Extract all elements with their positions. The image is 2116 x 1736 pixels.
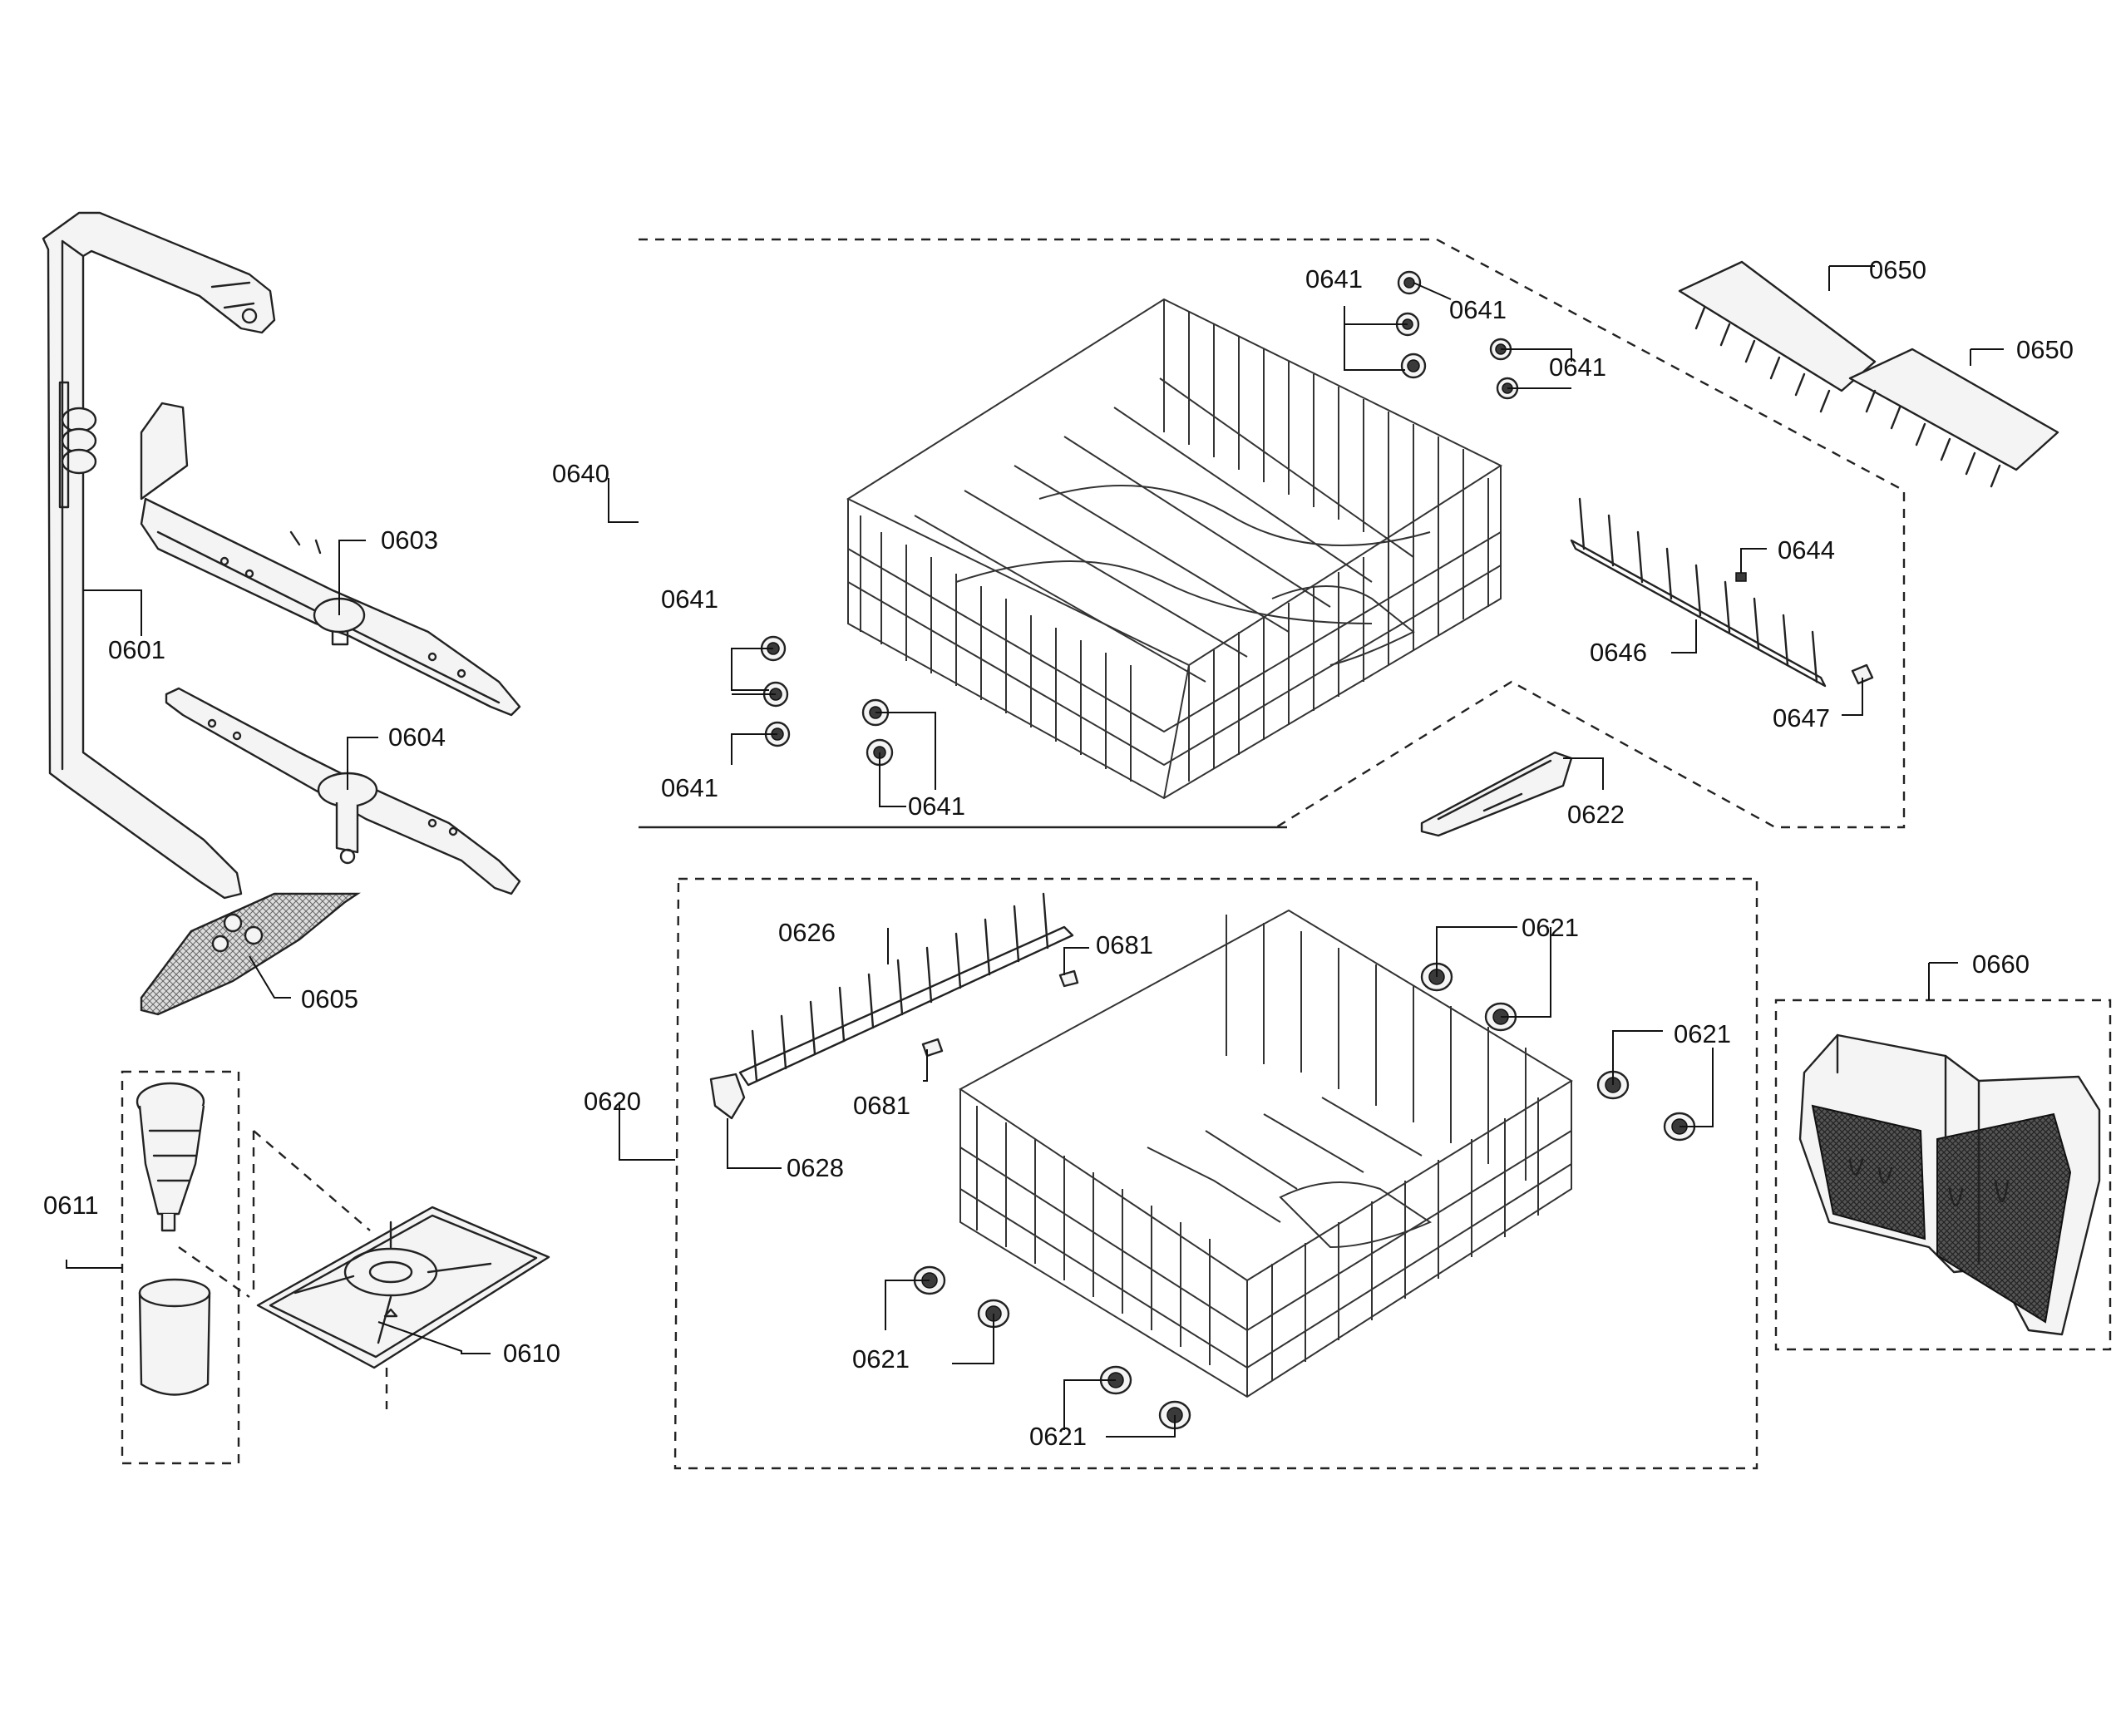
label-0641-e: 0641: [1449, 295, 1507, 324]
cutlery-basket-0660: [1798, 1033, 2101, 1336]
hinge-0628: [709, 1073, 746, 1120]
rack-handle-0622: [1420, 751, 1573, 837]
micro-filter-plate-0610: [256, 1206, 550, 1369]
label-0641-a: 0641: [661, 584, 718, 614]
label-0622: 0622: [1567, 800, 1625, 829]
label-0605: 0605: [301, 984, 358, 1013]
fine-filter-0605: [140, 892, 361, 1016]
label-0620: 0620: [584, 1087, 641, 1116]
leader-lines: [66, 265, 2004, 1438]
label-0626: 0626: [778, 918, 836, 947]
clip-0647: [1851, 663, 1874, 685]
label-0660: 0660: [1972, 949, 2030, 979]
lower-rack-group-outline: [673, 877, 1758, 1470]
clip-0644: [1735, 572, 1747, 582]
label-0604: 0604: [388, 723, 446, 752]
label-0646: 0646: [1590, 638, 1647, 667]
label-0601: 0601: [108, 635, 165, 664]
filter-assembly-0611: [136, 1082, 211, 1396]
folding-tines-0626: [738, 892, 1074, 1087]
label-0647: 0647: [1773, 703, 1830, 732]
label-0650-a: 0650: [1869, 255, 1926, 284]
wheel-0621-c: [1596, 1070, 1630, 1100]
label-0621-d: 0621: [1029, 1422, 1087, 1451]
label-0640: 0640: [552, 459, 609, 488]
roller-0641-h: [1400, 353, 1427, 379]
clip-0681-b: [921, 1038, 944, 1058]
upper-rack-rollers: [760, 270, 1519, 767]
lower-rack: [959, 909, 1573, 1398]
supply-pipe-0601: [42, 211, 276, 900]
label-0611: 0611: [43, 1191, 99, 1220]
upper-rack-group-outline: [639, 238, 1906, 829]
label-0650-b: 0650: [2016, 335, 2074, 364]
upper-spray-arm-0603: [140, 402, 521, 717]
label-0628: 0628: [787, 1153, 844, 1182]
part-labels: 0601 0603 0604 0605 0610 0611 0640 0641 …: [43, 255, 2074, 1451]
label-0610: 0610: [503, 1339, 560, 1368]
filter-group-outline: [121, 1070, 240, 1465]
label-0641-b: 0641: [661, 773, 718, 802]
label-0681-b: 0681: [853, 1091, 910, 1120]
label-0641-c: 0641: [908, 792, 965, 821]
roller-0641-f: [1397, 270, 1422, 295]
cup-shelf-0650-a: [1678, 260, 1877, 413]
label-0621-b: 0621: [1674, 1019, 1731, 1048]
label-0681-a: 0681: [1096, 930, 1153, 959]
label-0621-c: 0621: [852, 1344, 910, 1374]
label-0621-a: 0621: [1522, 913, 1579, 942]
clip-0681-a: [1058, 969, 1079, 988]
upper-rack: [846, 298, 1503, 800]
label-0641-d: 0641: [1305, 264, 1363, 293]
cup-shelf-0650-b: [1848, 348, 2059, 488]
label-0603: 0603: [381, 525, 438, 555]
label-0644: 0644: [1778, 535, 1835, 565]
cutlery-basket-group-outline: [1774, 999, 2112, 1351]
folding-tines-0646: [1570, 497, 1827, 688]
label-0641-f: 0641: [1549, 353, 1606, 382]
